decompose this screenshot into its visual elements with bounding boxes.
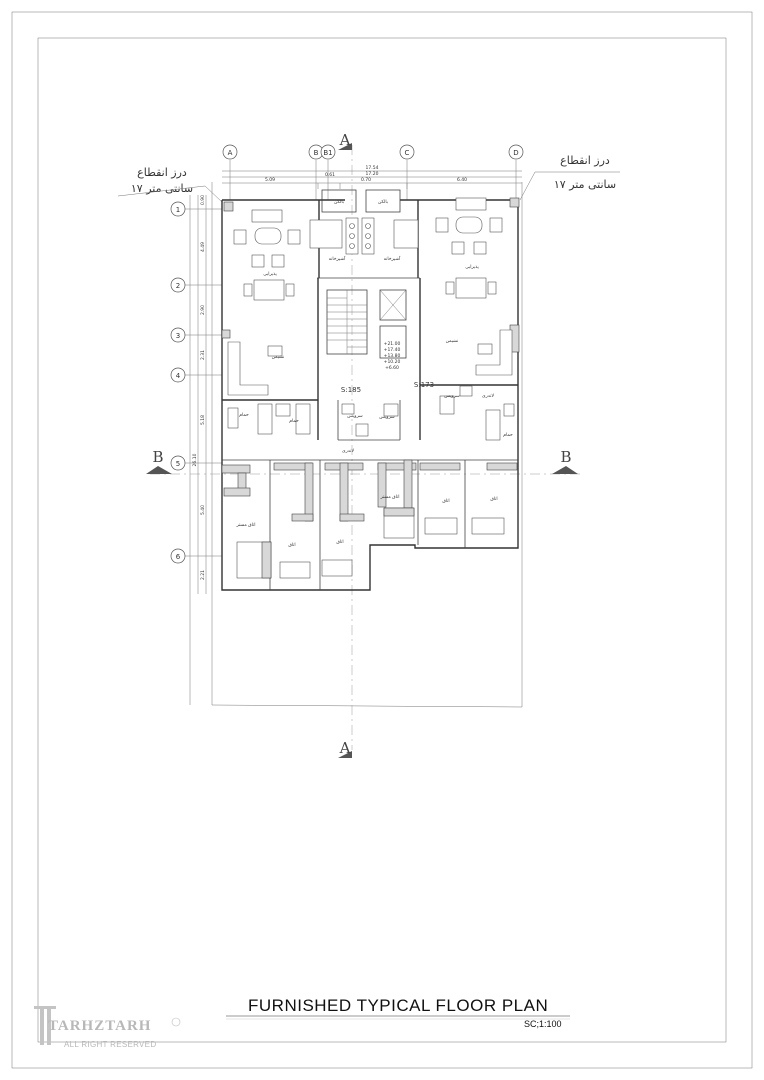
svg-text:درز انقطاع: درز انقطاع xyxy=(137,166,187,179)
grid-row-6: 6 xyxy=(176,553,181,561)
unit-area-left: S:185 xyxy=(341,386,361,394)
svg-text:اتاق: اتاق xyxy=(336,540,343,545)
row-grid: 1 2 3 4 5 6 xyxy=(170,201,222,564)
svg-text:5.40: 5.40 xyxy=(200,505,206,515)
svg-text:+10.20: +10.20 xyxy=(384,359,401,365)
wet-areas: حمام حمام حمام سرویس سرویس سرویس لاندری … xyxy=(227,385,515,454)
logo-mark xyxy=(34,1006,181,1045)
outer-frame xyxy=(11,11,753,1069)
svg-text:۱۷ سانتی متر: ۱۷ سانتی متر xyxy=(554,178,616,191)
svg-text:B: B xyxy=(560,448,571,466)
svg-text:پذیرایی: پذیرایی xyxy=(263,272,277,277)
logo-subtext: ALL RIGHT RESERVED xyxy=(64,1040,157,1049)
expansion-joint-note-right: درز انقطاع ۱۷ سانتی متر xyxy=(519,154,620,201)
svg-text:B: B xyxy=(152,448,163,466)
svg-text:+13.80: +13.80 xyxy=(384,353,401,359)
svg-text:5.18: 5.18 xyxy=(200,415,206,425)
logo-text: TARHZTARH xyxy=(48,1018,152,1034)
drawing-scale: SC;1:100 xyxy=(524,1019,562,1029)
unit-area-right: S:173 xyxy=(414,381,434,389)
grid-row-5: 5 xyxy=(176,460,180,468)
svg-text:آشپزخانه: آشپزخانه xyxy=(384,256,401,262)
svg-text:0.70: 0.70 xyxy=(361,177,371,183)
svg-text:2.90: 2.90 xyxy=(200,305,206,315)
bedrooms: اتاق مستر اتاق مستر اتاق اتاق اتاق اتاق xyxy=(235,495,505,579)
svg-text:درز انقطاع: درز انقطاع xyxy=(560,154,610,167)
svg-text:پذیرایی: پذیرایی xyxy=(465,265,479,270)
inner-frame xyxy=(37,37,727,1043)
grid-col-c: C xyxy=(405,149,410,157)
svg-text:+17.40: +17.40 xyxy=(384,347,401,353)
svg-text:اتاق: اتاق xyxy=(490,497,497,502)
svg-text:لاندری: لاندری xyxy=(342,449,354,454)
right-unit-furniture: پذیرایی نشیمن xyxy=(435,197,513,376)
svg-text:سرویس: سرویس xyxy=(444,394,460,399)
section-mark-a-top: A xyxy=(338,131,352,150)
svg-text:A: A xyxy=(339,739,351,757)
section-mark-b-right: B xyxy=(552,448,578,474)
staircase xyxy=(326,289,407,359)
balconies: بالکن بالکن xyxy=(321,189,401,213)
top-dimensions: 17.54 17.20 5.09 0.61 0.70 6.40 xyxy=(222,165,522,189)
expansion-joint-note-left: درز انقطاع ۱۷ سانتی متر xyxy=(117,166,223,203)
grid-row-4: 4 xyxy=(176,372,181,380)
svg-text:حمام: حمام xyxy=(239,413,249,418)
svg-text:سرویس: سرویس xyxy=(347,414,363,419)
grid-row-2: 2 xyxy=(176,282,180,290)
left-unit-furniture: پذیرایی نشیمن xyxy=(227,209,301,396)
svg-text:17.20: 17.20 xyxy=(366,171,379,177)
svg-text:A: A xyxy=(339,131,351,149)
level-list: +21.00 +17.40 +13.80 +10.20 +6.60 xyxy=(384,341,401,371)
svg-text:بالکن: بالکن xyxy=(334,199,344,205)
svg-text:سرویس: سرویس xyxy=(379,415,395,420)
svg-text:حمام: حمام xyxy=(503,433,513,438)
grid-col-a: A xyxy=(228,149,233,157)
grid-row-1: 1 xyxy=(176,206,180,214)
svg-text:حمام: حمام xyxy=(289,419,299,424)
drawing-title: FURNISHED TYPICAL FLOOR PLAN xyxy=(248,996,549,1015)
svg-text:+6.60: +6.60 xyxy=(385,365,399,371)
svg-text:نشیمن: نشیمن xyxy=(446,339,459,344)
grid-row-3: 3 xyxy=(176,332,180,340)
svg-text:نشیمن: نشیمن xyxy=(272,355,285,360)
grid-col-b: B xyxy=(314,149,319,157)
svg-text:آشپزخانه: آشپزخانه xyxy=(329,256,346,262)
svg-text:17.54: 17.54 xyxy=(366,165,379,171)
svg-text:+21.00: +21.00 xyxy=(384,341,401,347)
site-boundary xyxy=(211,182,523,708)
svg-text:0.90: 0.90 xyxy=(200,195,206,205)
svg-text:لاندری: لاندری xyxy=(482,394,494,399)
grid-col-d: D xyxy=(513,149,518,157)
section-mark-b-left: B xyxy=(146,448,172,474)
grid-col-b1: B1 xyxy=(323,149,332,157)
building-walls xyxy=(221,197,520,591)
svg-text:6.40: 6.40 xyxy=(457,177,467,183)
svg-text:بالکن: بالکن xyxy=(378,199,388,205)
svg-text:اتاق مستر: اتاق مستر xyxy=(379,495,399,500)
svg-text:2.21: 2.21 xyxy=(200,570,206,580)
svg-text:اتاق: اتاق xyxy=(288,543,295,548)
column-grid: A B B1 C D xyxy=(222,144,524,200)
svg-text:اتاق: اتاق xyxy=(442,499,449,504)
svg-text:۱۷ سانتی متر: ۱۷ سانتی متر xyxy=(131,182,193,195)
svg-text:4.49: 4.49 xyxy=(200,242,206,252)
svg-text:2.31: 2.31 xyxy=(200,350,206,360)
kitchens: آشپزخانه آشپزخانه xyxy=(309,217,419,262)
svg-text:5.09: 5.09 xyxy=(265,177,275,183)
svg-text:اتاق مستر: اتاق مستر xyxy=(235,523,255,528)
section-mark-a-bottom: A xyxy=(338,739,352,758)
svg-text:26.10: 26.10 xyxy=(192,453,198,466)
svg-text:0.61: 0.61 xyxy=(325,172,335,178)
left-dimensions: 0.90 4.49 2.90 2.31 5.18 5.40 2.21 26.10 xyxy=(192,195,207,594)
